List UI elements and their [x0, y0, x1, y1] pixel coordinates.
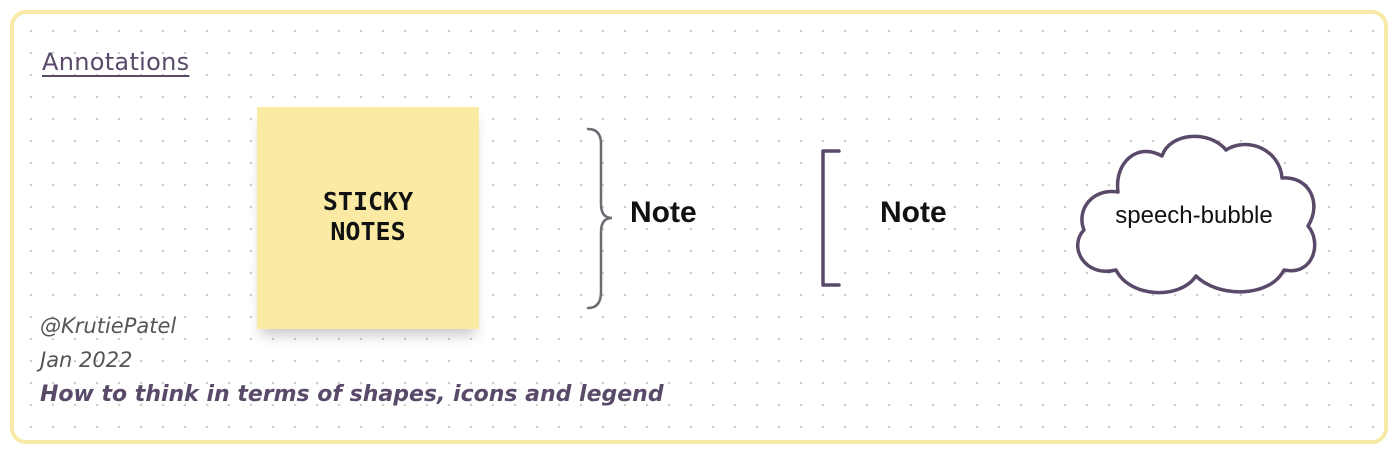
- date-label: Jan 2022: [40, 348, 133, 372]
- square-bracket-shape[interactable]: [815, 148, 845, 288]
- subtitle: How to think in terms of shapes, icons a…: [40, 382, 664, 407]
- bracket-note-label: Note: [880, 196, 947, 229]
- brace-note-label: Note: [630, 196, 697, 229]
- curly-brace-shape[interactable]: [585, 126, 615, 311]
- author-handle: @KrutiePatel: [40, 314, 177, 338]
- sticky-note[interactable]: STICKY NOTES: [257, 107, 479, 329]
- speech-bubble-cloud-shape[interactable]: [1070, 130, 1325, 300]
- page-title: Annotations: [42, 48, 190, 76]
- sticky-note-text: STICKY NOTES: [322, 187, 414, 246]
- speech-bubble-label: speech-bubble: [1115, 202, 1273, 229]
